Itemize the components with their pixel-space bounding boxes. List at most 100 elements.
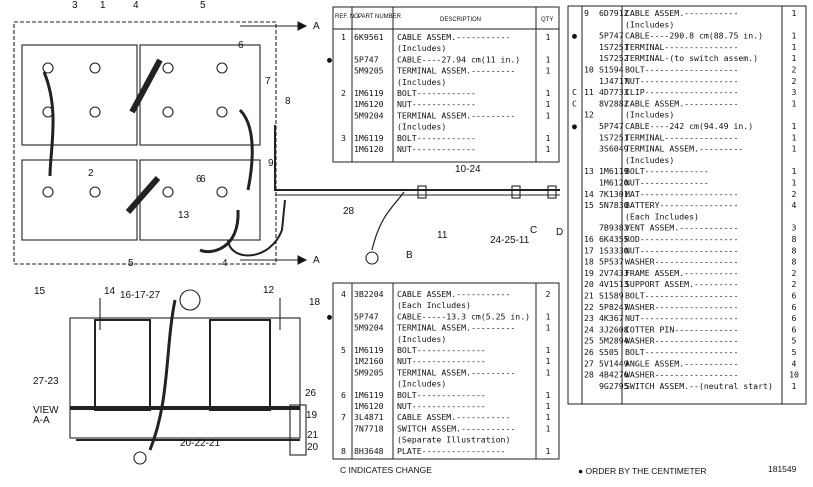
- battery: [21, 44, 138, 146]
- description-cell: BOLT-------------------: [625, 291, 738, 301]
- part-number-cell: 1M6119: [354, 345, 384, 355]
- callout-label: 11: [437, 230, 448, 241]
- description-cell: BATTERY----------------: [625, 200, 738, 210]
- battery-side-view: [69, 317, 301, 439]
- qty-cell: 1: [546, 345, 551, 355]
- callout-label: 20-22-21: [180, 438, 220, 449]
- description-cell: TERMINAL ASSEM.---------: [625, 144, 743, 154]
- ref-no-cell: 5: [341, 345, 346, 355]
- qty-cell: 1: [546, 88, 551, 98]
- qty-cell: 1: [792, 53, 797, 63]
- part-number-cell: 5N7830: [599, 200, 629, 210]
- callout-label: 6: [238, 40, 244, 51]
- part-number-cell: 5P747: [599, 121, 624, 131]
- qty-cell: 1: [546, 66, 551, 76]
- description-cell: (Includes): [397, 334, 446, 344]
- callout-label: 7: [265, 76, 271, 87]
- qty-cell: 6: [792, 291, 797, 301]
- ref-no-cell: 1: [341, 32, 346, 42]
- description-cell: NUT--------------------: [625, 76, 738, 86]
- qty-cell: 1: [546, 412, 551, 422]
- callout-label: 10-24: [455, 164, 481, 175]
- document-number: 181549: [768, 464, 797, 474]
- description-cell: BOLT-------------------: [625, 65, 738, 75]
- callout-label: 12: [263, 285, 275, 296]
- ref-no-cell: 17: [584, 245, 594, 255]
- description-cell: NUT---------------: [397, 401, 486, 411]
- part-number-cell: 1M6119: [354, 390, 384, 400]
- part-number-cell: S1589: [599, 291, 624, 301]
- description-cell: CABLE----290.8 cm(88.75 in.): [625, 31, 763, 41]
- qty-cell: 1: [546, 311, 551, 321]
- description-cell: NUT---------------: [397, 356, 486, 366]
- part-number-cell: 8V2882: [599, 98, 629, 108]
- part-number-cell: 6K9561: [354, 32, 384, 42]
- callout-label: 19: [306, 410, 318, 421]
- description-cell: WASHER-----------------: [625, 370, 738, 380]
- qty-cell: 1: [546, 446, 551, 456]
- qty-cell: 6: [792, 324, 797, 334]
- ref-no-cell: 16: [584, 234, 594, 244]
- callout-label: 3: [72, 0, 78, 11]
- callout-label: 18: [309, 297, 321, 308]
- qty-cell: 1: [546, 367, 551, 377]
- ref-no-cell: 23: [584, 313, 594, 323]
- qty-cell: 8: [792, 234, 797, 244]
- description-cell: CABLE----27.94 cm(11 in.): [397, 54, 520, 64]
- description-cell: MAT--------------------: [625, 189, 738, 199]
- description-cell: SWITCH ASSEM.-----------: [397, 423, 515, 433]
- table-row: (Each Includes): [625, 211, 699, 221]
- change-mark: ●: [327, 311, 332, 321]
- qty-cell: 2: [792, 279, 797, 289]
- qty-cell: 1: [546, 356, 551, 366]
- description-cell: CABLE----242 cm(94.49 in.): [625, 121, 753, 131]
- callout-label: VIEW: [33, 405, 59, 416]
- ref-no-cell: 22: [584, 302, 594, 312]
- part-number-cell: 1M6120: [354, 99, 384, 109]
- header-ref-no: REF. NO.: [335, 14, 361, 20]
- table-row: 12(Includes): [584, 110, 674, 120]
- ref-no-cell: 28: [584, 370, 594, 380]
- part-number-cell: 1S7251: [599, 132, 629, 142]
- part-number-cell: 1S7251: [599, 42, 629, 52]
- part-number-cell: 1J4717: [599, 76, 629, 86]
- description-cell: TERMINAL---------------: [625, 42, 738, 52]
- description-cell: CABLE ASSEM.-----------: [397, 289, 510, 299]
- change-mark: ●: [572, 31, 577, 41]
- ref-no-cell: 24: [584, 324, 594, 334]
- part-number-cell: 3B2204: [354, 289, 384, 299]
- qty-cell: 1: [792, 8, 797, 18]
- qty-cell: 1: [792, 98, 797, 108]
- header-part-number: PART NUMBER: [358, 14, 402, 20]
- part-number-cell: 5M9204: [354, 323, 384, 333]
- ref-no-cell: 26: [584, 347, 594, 357]
- qty-cell: 1: [792, 178, 797, 188]
- ref-no-cell: 4: [341, 289, 346, 299]
- part-number-cell: 8H3648: [354, 446, 384, 456]
- qty-cell: 1: [546, 110, 551, 120]
- callout-label: 13: [178, 210, 190, 221]
- description-cell: BOLT--------------: [397, 390, 486, 400]
- callout-label: 27-23: [33, 376, 59, 387]
- qty-cell: 5: [792, 336, 797, 346]
- qty-cell: 8: [792, 245, 797, 255]
- description-cell: WASHER-----------------: [625, 257, 738, 267]
- ref-no-cell: 15: [584, 200, 594, 210]
- ref-no-cell: 8: [341, 446, 346, 456]
- part-number-cell: 3L4871: [354, 412, 384, 422]
- ref-no-cell: 20: [584, 279, 594, 289]
- qty-cell: 1: [546, 144, 551, 154]
- change-mark: C: [572, 98, 577, 108]
- part-number-cell: 1M6119: [354, 133, 384, 143]
